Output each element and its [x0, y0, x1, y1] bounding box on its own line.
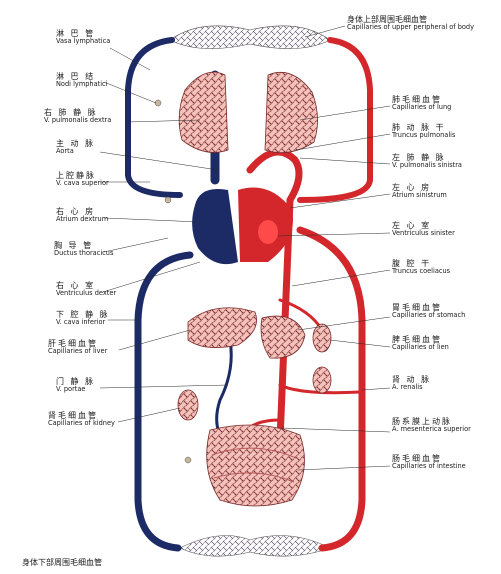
label-pulmonary-trunk: 肺 动 脉 干 Truncus pulmonalis	[392, 123, 456, 140]
label-liver-capillaries: 肝毛细血管 Capillaries of liver	[48, 339, 108, 356]
label-lymphatic-vessels: 淋 巴 管 Vasa lymphatica	[56, 29, 111, 46]
kidneys	[177, 366, 332, 421]
label-coeliac-trunk: 腹 腔 干 Truncus coeliacus	[392, 259, 451, 276]
liver	[187, 307, 257, 348]
label-renal-artery: 肾 动 脉 A. renalis	[392, 375, 432, 392]
lower-capillary-bed	[179, 535, 331, 557]
label-right-atrium: 右 心 房 Atrium dextrum	[56, 207, 109, 224]
label-kidney-capillaries: 肾毛细血管 Capillaries of kidney	[48, 411, 115, 428]
label-lower-body-capillaries: 身体下部周围毛细血管	[22, 558, 102, 567]
label-lymph-nodes: 淋 巴 结 Nodi lymphatici	[56, 72, 108, 89]
spleen	[312, 323, 332, 353]
leader-lines	[99, 25, 391, 471]
label-upper-body-capillaries: 身体上部周围毛细血管 Capillaries of upper peripher…	[347, 15, 475, 32]
upper-capillary-bed	[169, 25, 331, 49]
label-superior-vena-cava: 上腔静脉 V. cava superior	[56, 171, 109, 188]
label-thoracic-duct: 胸 导 管 Ductus thoracicus	[54, 241, 114, 258]
label-left-pulmonary-vein: 左 肺 静 脉 V. pulmonalis sinistra	[392, 153, 462, 170]
arterial-system	[238, 37, 373, 552]
intestines	[206, 424, 305, 507]
label-left-ventricle: 左 心 室 Ventriculus sinister	[392, 221, 455, 238]
label-stomach-capillaries: 胃毛细血管 Capillaries of stomach	[392, 303, 466, 320]
label-left-atrium: 左 心 房 Atrium sinistrum	[392, 183, 447, 200]
lungs	[178, 71, 318, 154]
label-right-pulmonary-vein: 右 肺 静 脉 V. pulmonalis dextra	[44, 108, 112, 125]
stomach	[260, 315, 306, 359]
label-spleen-capillaries: 脾毛细血管 Capillaries of lien	[392, 335, 449, 352]
label-superior-mesenteric-artery: 肠系膜上动脉 A. mesenterica superior	[392, 417, 471, 434]
heart	[192, 187, 293, 265]
label-intestine-capillaries: 肠毛细血管 Capillaries of intestine	[392, 454, 466, 471]
label-portal-vein: 门 静 脉 V. portae	[56, 377, 96, 394]
label-inferior-vena-cava: 下 腔 静 脉 V. cava inferior	[56, 310, 110, 327]
label-right-ventricle: 右 心 室 Ventriculus dexter	[56, 281, 117, 298]
label-aorta: 主 动 脉 Aorta	[56, 139, 96, 156]
lymph-nodes	[154, 99, 192, 464]
label-lung-capillaries: 肺毛细血管 Capillaries of lung	[392, 95, 452, 112]
